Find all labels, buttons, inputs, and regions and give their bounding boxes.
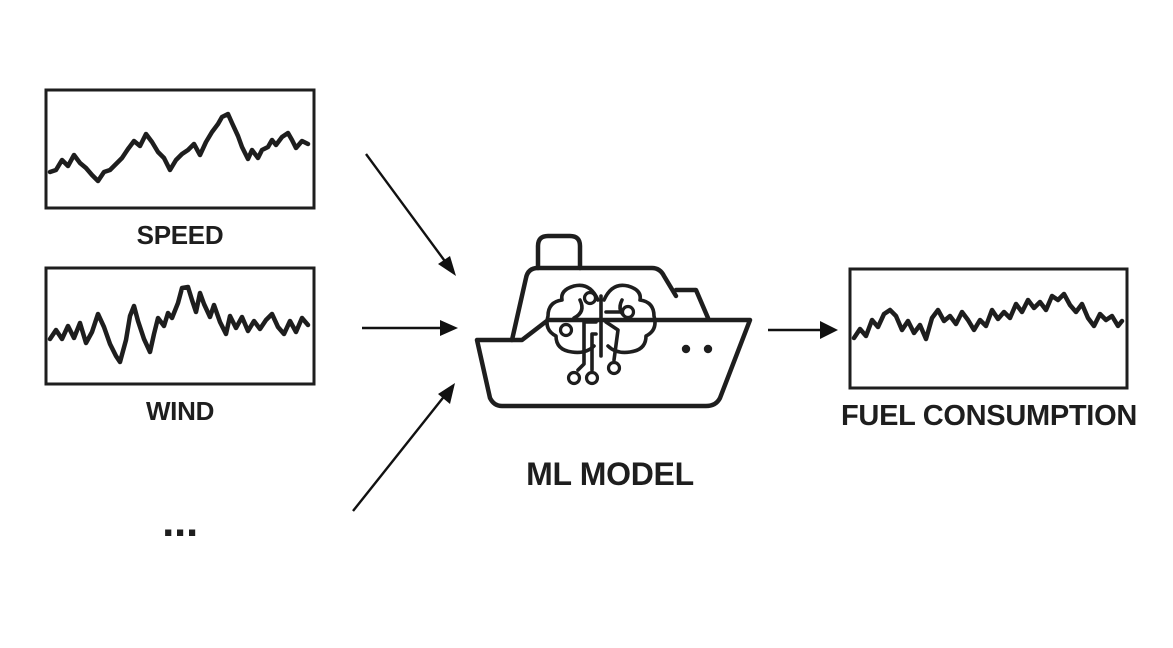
arrow-wind-to-model [362,320,458,336]
speed-waveform [47,111,311,184]
arrow-speed-to-model [365,153,456,276]
fuel-consumption-waveform [851,291,1125,342]
arrow-more-to-model [352,383,455,512]
ml-model-label: ML MODEL [526,456,694,492]
porthole-right-icon [703,344,713,354]
porthole-left-icon [681,344,691,354]
brain-circuit-icon [545,283,657,386]
wind-label: WIND [145,396,215,426]
wind-signal-box [44,266,316,386]
speed-signal-box [44,88,316,210]
speed-label: SPEED [136,220,224,250]
fuel-consumption-label: FUEL CONSUMPTION [841,400,1137,432]
arrow-model-to-fuel-consumption [768,321,838,339]
fuel-consumption-output-box [848,267,1129,390]
wind-waveform [47,284,311,365]
ship-with-brain-circuit-icon [474,233,753,409]
more-inputs-ellipsis: ... [162,497,198,546]
